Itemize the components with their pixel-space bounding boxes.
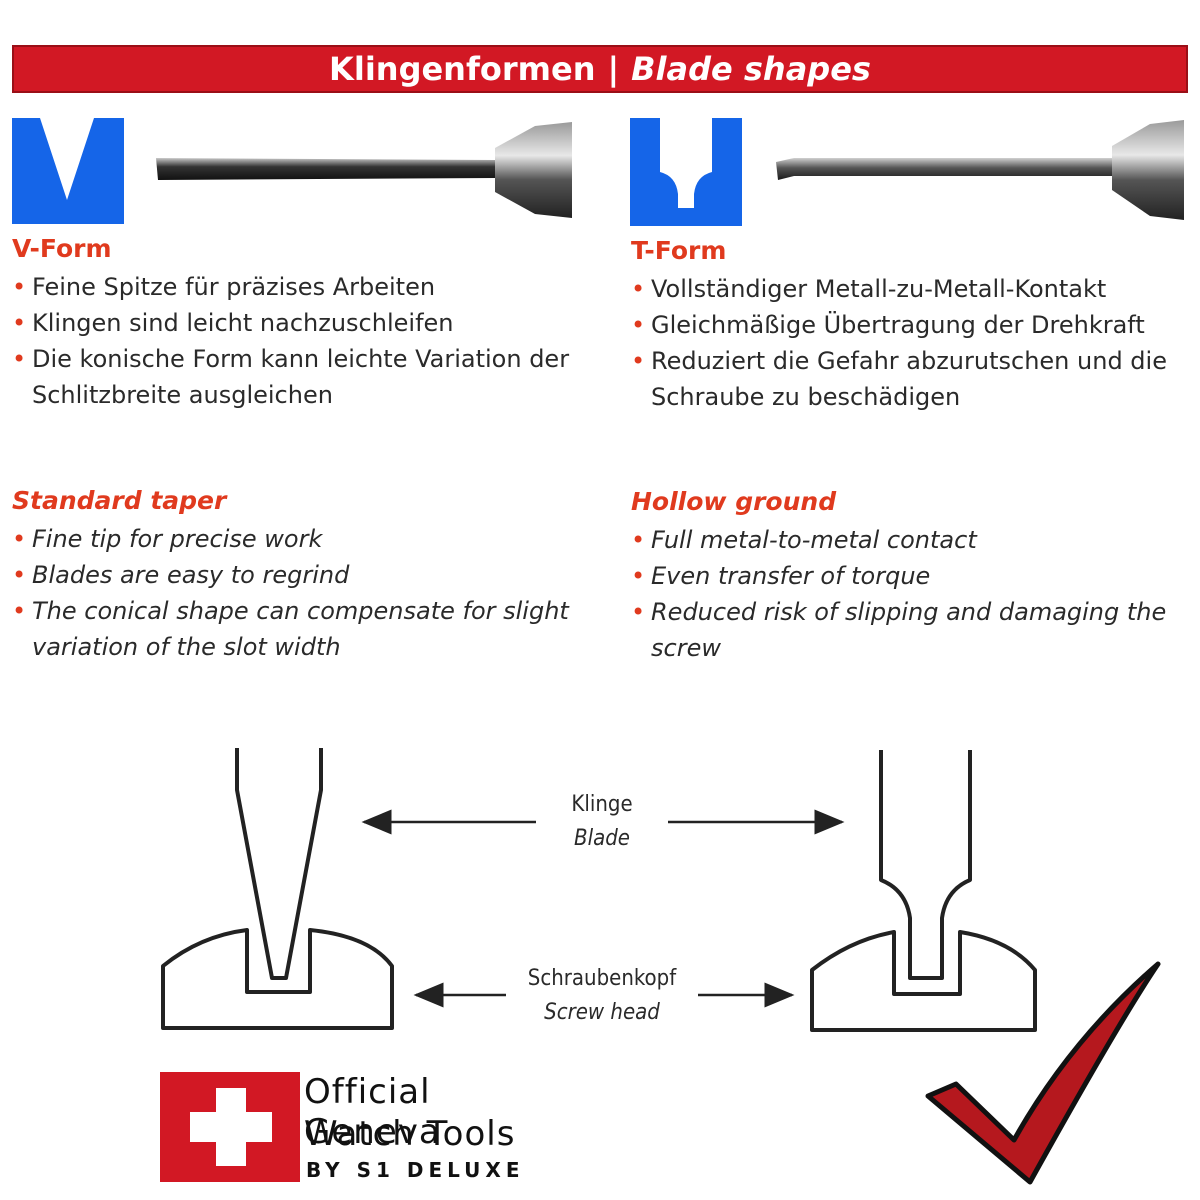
v-form-heading: V-Form <box>12 234 112 263</box>
v-form-list-de: Feine Spitze für präzises Arbeiten Kling… <box>12 269 592 413</box>
v-blade <box>235 748 323 980</box>
list-item: Reduced risk of slipping and damaging th… <box>631 594 1200 666</box>
t-form-section: T-Form Vollständiger Metall-zu-Metall-Ko… <box>631 236 1200 415</box>
blade-screwhead-diagram <box>161 748 1037 1032</box>
blade-label-de: Klinge <box>571 792 633 817</box>
list-item: Even transfer of torque <box>631 558 1200 594</box>
standard-taper-section: Standard taper Fine tip for precise work… <box>12 486 592 665</box>
hollow-ground-list-en: Full metal-to-metal contact Even transfe… <box>631 522 1200 666</box>
standard-taper-heading: Standard taper <box>12 486 227 515</box>
t-blade-profile-icon <box>630 118 742 226</box>
list-item: Gleichmäßige Übertragung der Drehkraft <box>631 307 1200 343</box>
v-screw-head <box>161 928 394 1030</box>
swiss-cross-icon <box>160 1072 300 1182</box>
brand-logo: Official Geneva Watch Tools BY S1 DELUXE <box>160 1072 570 1184</box>
screwhead-label-en: Screw head <box>544 1000 660 1025</box>
screwhead-label-de: Schraubenkopf <box>527 966 677 991</box>
logo-line-3: BY S1 DELUXE <box>306 1158 525 1182</box>
logo-line-2: Watch Tools <box>304 1114 516 1154</box>
list-item: Reduziert die Gefahr abzurutschen und di… <box>631 343 1200 415</box>
logo-line-1: Official Geneva <box>304 1072 441 1152</box>
banner-title-de: Klingenformen <box>329 50 596 88</box>
t-blade <box>879 750 972 980</box>
t-form-list-de: Vollständiger Metall-zu-Metall-Kontakt G… <box>631 271 1200 415</box>
v-blade-profile-icon <box>12 118 124 224</box>
banner-title-en: Blade shapes <box>631 50 871 88</box>
blade-label-en: Blade <box>574 826 630 851</box>
v-screwdriver-icon <box>156 122 572 218</box>
list-item: Vollständiger Metall-zu-Metall-Kontakt <box>631 271 1200 307</box>
blade-label: Klinge Blade <box>502 788 702 856</box>
list-item: Feine Spitze für präzises Arbeiten <box>12 269 592 305</box>
checkmark-icon <box>925 961 1161 1185</box>
hollow-ground-section: Hollow ground Full metal-to-metal contac… <box>631 487 1200 666</box>
standard-taper-list-en: Fine tip for precise work Blades are eas… <box>12 521 592 665</box>
list-item: Die konische Form kann leichte Variation… <box>12 341 592 413</box>
list-item: Full metal-to-metal contact <box>631 522 1200 558</box>
hollow-ground-heading: Hollow ground <box>631 487 837 516</box>
t-screwdriver-icon <box>776 120 1184 220</box>
list-item: The conical shape can compensate for sli… <box>12 593 592 665</box>
list-item: Fine tip for precise work <box>12 521 592 557</box>
v-form-section: V-Form Feine Spitze für präzises Arbeite… <box>12 234 592 413</box>
banner-separator: | <box>607 50 620 88</box>
title-banner: Klingenformen | Blade shapes <box>12 45 1188 93</box>
list-item: Blades are easy to regrind <box>12 557 592 593</box>
t-form-heading: T-Form <box>631 236 727 265</box>
t-screw-head <box>810 930 1037 1032</box>
screwhead-label: Schraubenkopf Screw head <box>502 962 702 1030</box>
list-item: Klingen sind leicht nachzuschleifen <box>12 305 592 341</box>
